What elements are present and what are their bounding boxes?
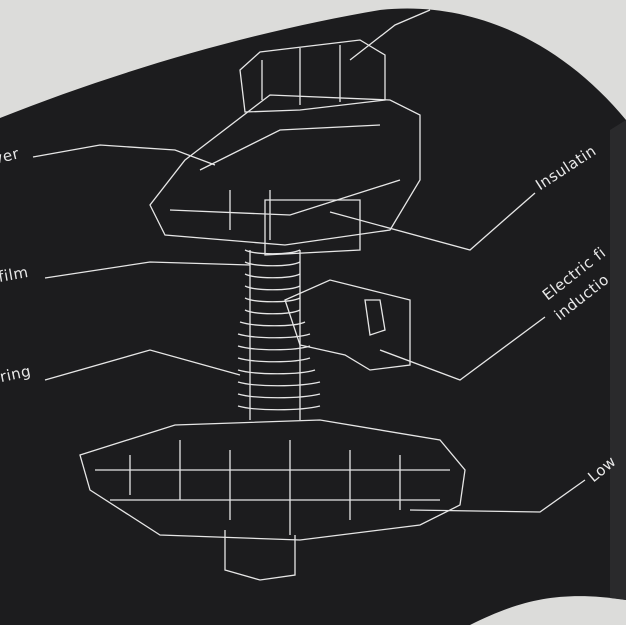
leader-cover xyxy=(32,144,216,166)
switch-diagram xyxy=(32,9,586,581)
leader-insulating xyxy=(329,192,536,251)
mousepad-surface xyxy=(0,8,626,625)
leader-spring xyxy=(44,349,241,381)
leader-film xyxy=(44,261,251,279)
leader-electric xyxy=(379,316,546,381)
leader-lower xyxy=(409,479,586,513)
pad-edge xyxy=(610,120,626,600)
leader-top xyxy=(349,9,431,61)
